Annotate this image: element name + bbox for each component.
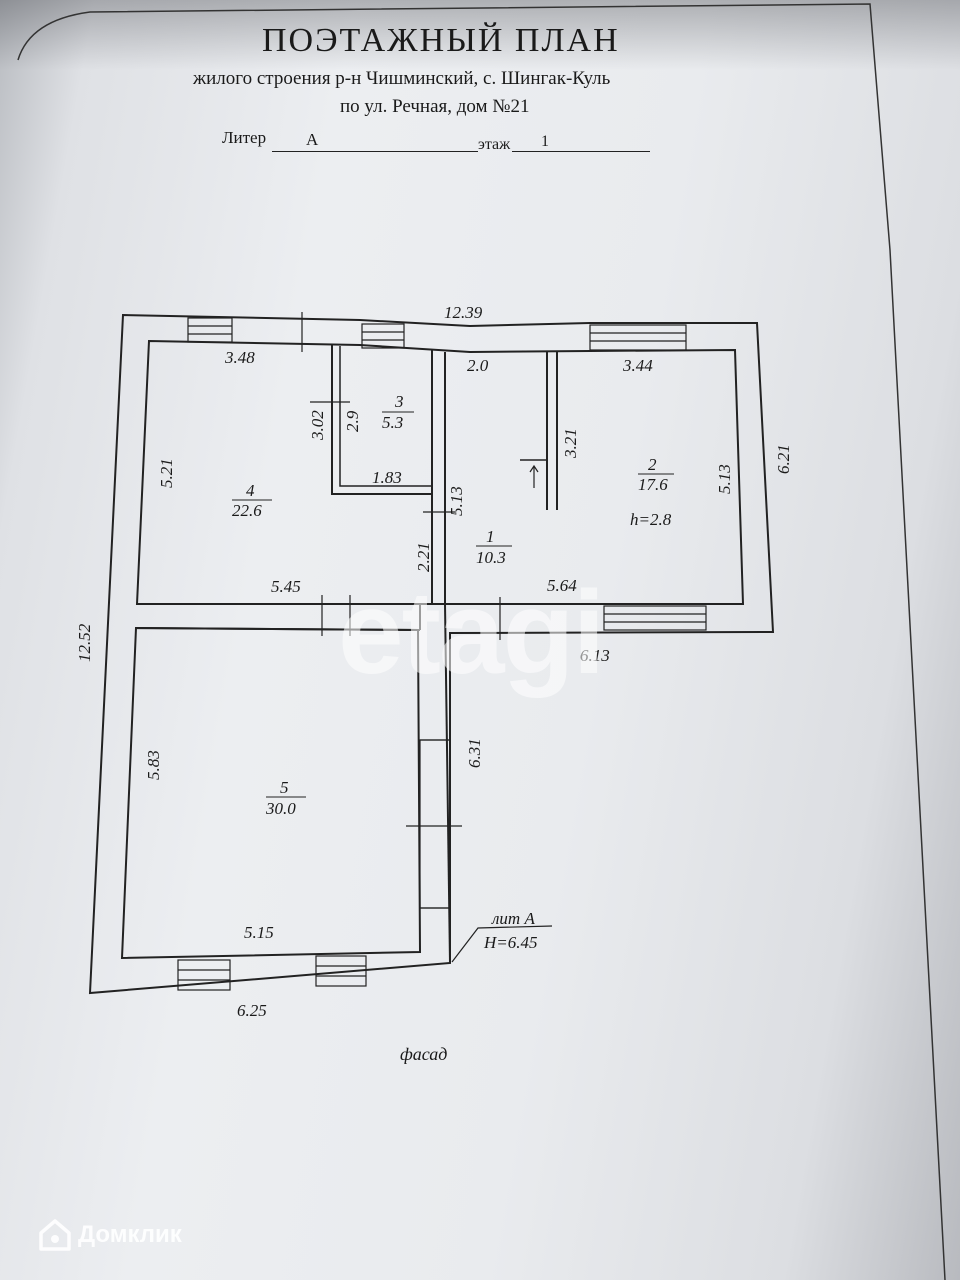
- liter-underline: [272, 151, 478, 152]
- outer-wall: [88, 313, 775, 995]
- dim-room2-bottom: 5.64: [547, 576, 577, 595]
- door-marks: [301, 312, 501, 827]
- dim-right-outer-lower: 6.13: [580, 646, 610, 665]
- wall-divider: [136, 627, 421, 631]
- room5-number: 5: [280, 778, 289, 797]
- dim-room4-left: 5.21: [157, 458, 176, 488]
- dim-bottom-overall: 6.25: [237, 1001, 267, 1020]
- room3-number: 3: [394, 392, 404, 411]
- room3-wall-inner: [339, 346, 432, 487]
- ceiling-height: h=2.8: [630, 510, 672, 529]
- page-title: ПОЭТАЖНЫЙ ПЛАН: [262, 22, 620, 59]
- dim-right-wall-lower: 6.31: [465, 738, 484, 768]
- dim-stair-wall: 3.21: [561, 428, 580, 459]
- floor-underline: [512, 151, 650, 152]
- liter-note-line1: лит А: [491, 909, 535, 928]
- dim-top-overall: 12.39: [444, 303, 483, 322]
- brand-name: Домклик: [78, 1221, 182, 1248]
- dim-room5-left: 5.83: [144, 750, 163, 780]
- facade-label: фасад: [400, 1044, 447, 1064]
- dim-room4-bottom: 5.45: [271, 577, 301, 596]
- dim-room3-left-outer: 3.02: [308, 410, 327, 441]
- liter-label: Литер: [222, 128, 267, 147]
- stair-arrow: [529, 464, 539, 488]
- subtitle-line2: по ул. Речная, дом №21: [340, 96, 530, 117]
- domclick-logo: Домклик: [38, 1218, 182, 1252]
- dim-room1-top: 2.0: [467, 356, 489, 375]
- room5-area: 30.0: [265, 799, 296, 818]
- dim-right-outer: 6.21: [774, 444, 793, 474]
- windows: [177, 317, 707, 991]
- dim-room1-right: 5.13: [447, 486, 466, 516]
- partition-v-lower: [444, 603, 451, 964]
- liter-value: А: [306, 130, 319, 149]
- sheet-border: [17, 3, 946, 1280]
- liter-leader: [451, 925, 553, 963]
- room1-area: 10.3: [476, 548, 506, 567]
- room2-area: 17.6: [638, 475, 668, 494]
- house-icon: [39, 1219, 71, 1251]
- dim-room2-right: 5.13: [715, 464, 734, 494]
- room3-wall: [331, 345, 432, 495]
- dim-room2-top: 3.44: [622, 356, 653, 375]
- subtitle-line1: жилого строения р-н Чишминский, с. Шинга…: [193, 68, 611, 89]
- room1-number: 1: [486, 527, 495, 546]
- room3-area: 5.3: [382, 413, 403, 432]
- floor-value: 1: [541, 133, 549, 150]
- dim-room4-top: 3.48: [224, 348, 255, 367]
- floor-label: этаж: [478, 136, 511, 153]
- dim-room3-left-inner: 2.9: [343, 410, 362, 432]
- dim-room5-bottom: 5.15: [244, 923, 274, 942]
- dim-left-overall: 12.52: [75, 623, 94, 662]
- etagi-watermark: etagi: [338, 567, 605, 699]
- dim-room3-bottom: 1.83: [372, 468, 402, 487]
- room2-number: 2: [648, 455, 657, 474]
- room4-area: 22.6: [232, 501, 262, 520]
- dim-room1-left: 2.21: [414, 542, 433, 572]
- liter-note-line2: H=6.45: [483, 933, 538, 952]
- room4-number: 4: [246, 481, 255, 500]
